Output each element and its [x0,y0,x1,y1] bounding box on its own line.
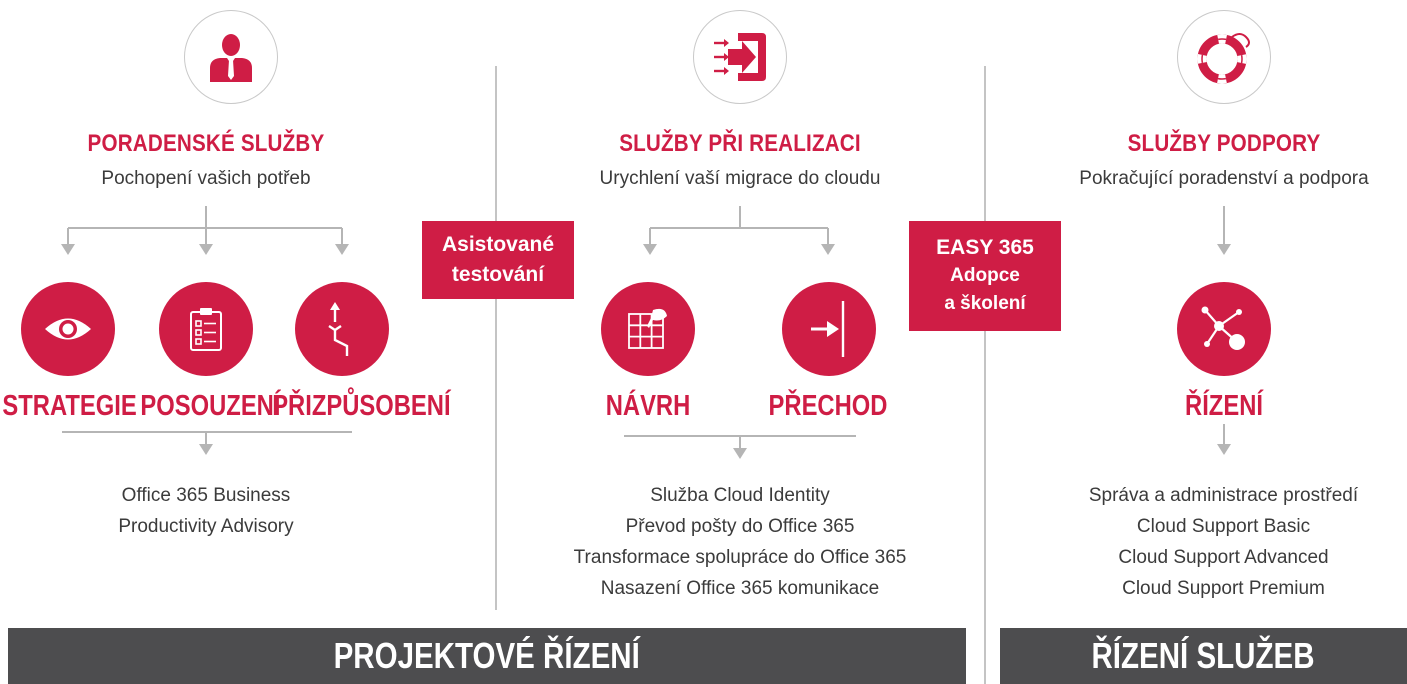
step-assessment [159,282,253,376]
step-adaptation-label: PŘIZPŮSOBENÍ [272,390,451,422]
output-item: Nasazení Office 365 komunikace [600,578,880,599]
support-subtitle: Pokračující poradenství a podpora [1079,168,1369,189]
step-assessment-label: POSOUZENÍ [140,390,281,422]
step-transition-label: PŘECHOD [768,390,888,422]
lifebuoy-icon [1197,33,1250,84]
callout-line: Asistované [441,233,555,256]
person-icon [210,34,252,82]
step-strategy-label: STRATEGIE [2,390,137,422]
support-circle [1177,10,1271,104]
support-title: SLUŽBY PODPORY [1127,130,1321,157]
implementation-title: SLUŽBY PŘI REALIZACI [619,130,861,157]
output-item: Office 365 Business [121,485,291,506]
step-management-label: ŘÍZENÍ [1185,390,1263,422]
eye-icon [45,318,91,340]
output-item: Productivity Advisory [118,516,294,537]
output-item: Cloud Support Basic [1136,516,1311,537]
step-design [601,282,695,376]
callout-line: a školení [944,293,1026,314]
step-management [1177,282,1271,376]
callout-line: testování [451,263,545,286]
output-item: Cloud Support Advanced [1118,547,1329,568]
output-item: Správa a administrace prostředí [1088,485,1359,506]
project-management-bar: PROJEKTOVÉ ŘÍZENÍ [8,628,966,684]
step-transition [782,282,876,376]
step-design-label: NÁVRH [605,390,691,422]
output-item: Převod pošty do Office 365 [625,516,855,537]
advisory-outputs: Office 365 Business Productivity Advisor… [56,480,356,542]
callout-line: EASY 365 [936,236,1034,259]
sign-in-icon [714,33,766,81]
output-item: Transformace spolupráce do Office 365 [573,547,907,568]
step-adaptation [295,282,389,376]
clipboard-icon [190,308,222,351]
output-item: Cloud Support Premium [1122,578,1325,599]
callout-line: Adopce [950,265,1020,286]
easy365-callout: EASY 365 Adopce a školení [909,221,1061,331]
advisory-title: PORADENSKÉ SLUŽBY [87,130,325,157]
path-arrow-icon [328,302,349,356]
implementation-circle [693,10,787,104]
advisory-circle [184,10,278,104]
step-strategy [21,282,115,376]
support-outputs: Správa a administrace prostředí Cloud Su… [1040,480,1407,604]
service-management-label: ŘÍZENÍ SLUŽEB [1091,635,1316,676]
advisory-subtitle: Pochopení vašich potřeb [101,168,311,189]
service-management-bar: ŘÍZENÍ SLUŽEB [1000,628,1407,684]
arrow-to-line-icon [811,301,845,357]
output-item: Služba Cloud Identity [650,485,830,506]
network-icon [1201,306,1245,350]
assisted-testing-callout: Asistované testování [422,221,574,299]
grid-pen-icon [628,308,667,349]
implementation-outputs: Služba Cloud Identity Převod pošty do Of… [520,480,960,604]
implementation-subtitle: Urychlení vaší migrace do cloudu [599,168,881,189]
project-management-label: PROJEKTOVÉ ŘÍZENÍ [333,635,641,676]
